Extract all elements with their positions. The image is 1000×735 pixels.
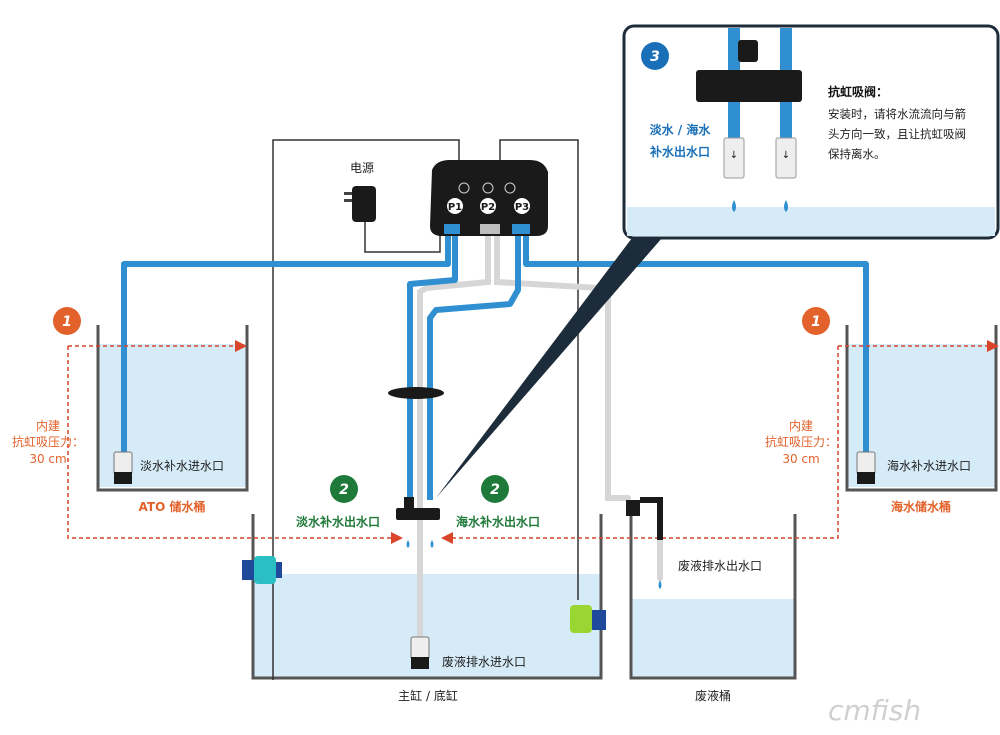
siphon-label-right: 内建 抗虹吸压力： 30 cm xyxy=(765,419,837,466)
port-labels: P1 P2 P3 xyxy=(447,198,530,214)
saltwater-reservoir-label: 海水储水桶 xyxy=(891,499,951,514)
freshwater-outlet-label: 淡水补水出水口 xyxy=(296,514,380,529)
svg-text:↓: ↓ xyxy=(730,150,738,161)
svg-text:内建: 内建 xyxy=(36,419,60,433)
port-p3: P3 xyxy=(515,202,529,213)
controller[interactable]: P1 P2 P3 xyxy=(430,160,548,236)
tube-holder xyxy=(388,387,444,399)
sensor-clip-right xyxy=(570,605,606,633)
svg-text:抗虹吸压力：: 抗虹吸压力： xyxy=(765,434,837,449)
saltwater-inlet-label: 海水补水进水口 xyxy=(887,458,971,473)
waste-bucket-label: 废液桶 xyxy=(695,688,731,703)
svg-text:2: 2 xyxy=(339,482,349,498)
svg-text:补水出水口: 补水出水口 xyxy=(649,144,710,159)
badge-1-right: 1 xyxy=(802,307,830,335)
port-p2: P2 xyxy=(481,202,495,213)
intake-filter-left xyxy=(113,451,133,484)
waste-outlet-label: 废液排水出水口 xyxy=(678,558,762,573)
antisiphon-callout: ↓ ↓ xyxy=(622,24,1000,240)
badge-2-left: 2 xyxy=(330,475,358,503)
intake-filter-right xyxy=(856,451,876,484)
siphon-label-left: 内建 抗虹吸压力： 30 cm xyxy=(12,419,84,466)
svg-text:抗虹吸压力：: 抗虹吸压力： xyxy=(12,434,84,449)
svg-text:3: 3 xyxy=(650,49,660,65)
svg-text:2: 2 xyxy=(490,482,500,498)
svg-text:30 cm: 30 cm xyxy=(29,452,66,466)
main-tank-label: 主缸 / 底缸 xyxy=(398,688,458,703)
svg-text:淡水 / 海水: 淡水 / 海水 xyxy=(650,122,712,137)
waste-inlet-label: 废液排水进水口 xyxy=(442,654,526,669)
svg-text:内建: 内建 xyxy=(789,419,813,433)
callout-outlet-title: 淡水 / 海水 补水出水口 xyxy=(649,122,711,159)
waste-bucket xyxy=(629,514,797,680)
badge-1-left: 1 xyxy=(53,307,81,335)
ato-reservoir-label: ATO 储水桶 xyxy=(139,499,206,514)
intake-filter-waste xyxy=(410,636,430,669)
callout-valve-text: 安装时，请将水流流向与箭 头方向一致，且让抗虹吸阀 保持离水。 xyxy=(828,107,966,161)
badge-3: 3 xyxy=(641,42,669,70)
port-p1: P1 xyxy=(448,202,462,213)
callout-valve-title: 抗虹吸阀： xyxy=(828,84,888,99)
saltwater-outlet-label: 海水补水出水口 xyxy=(456,514,540,529)
svg-text:1: 1 xyxy=(62,314,72,330)
sensor-clip-left xyxy=(242,556,282,584)
power-wires xyxy=(272,139,579,680)
svg-text:1: 1 xyxy=(811,314,821,330)
outlet-bracket xyxy=(396,497,440,548)
svg-text:↓: ↓ xyxy=(782,150,790,161)
svg-text:安装时，请将水流流向与箭: 安装时，请将水流流向与箭 xyxy=(828,107,966,121)
badge-2-right: 2 xyxy=(481,475,509,503)
svg-text:保持离水。: 保持离水。 xyxy=(828,147,886,161)
callout-pointer xyxy=(436,238,662,498)
freshwater-inlet-label: 淡水补水进水口 xyxy=(140,459,224,473)
svg-text:头方向一致，且让抗虹吸阀: 头方向一致，且让抗虹吸阀 xyxy=(828,127,966,141)
waste-outlet-nozzle xyxy=(626,497,663,589)
siphon-lines xyxy=(67,340,999,544)
svg-text:30 cm: 30 cm xyxy=(782,452,819,466)
power-label: 电源 xyxy=(350,161,374,175)
watermark: cmfish xyxy=(828,694,921,727)
power-adapter xyxy=(344,186,376,222)
